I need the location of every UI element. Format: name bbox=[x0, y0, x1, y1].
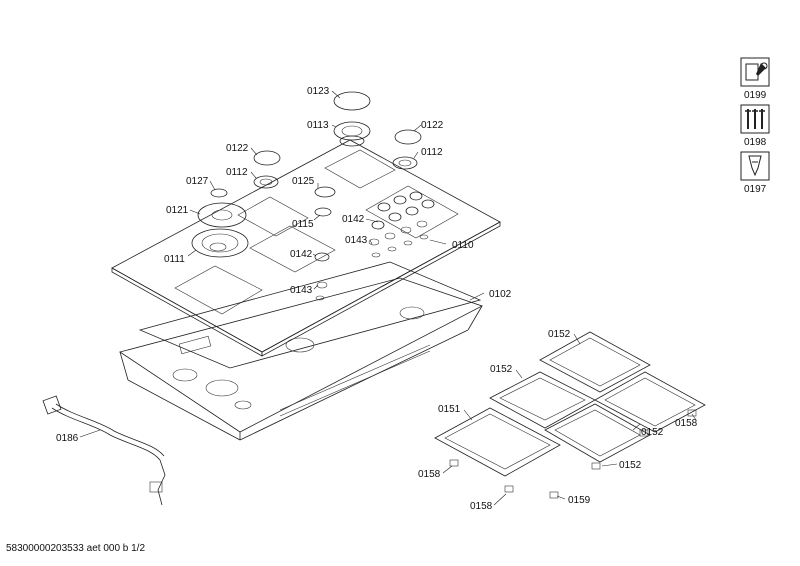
pan-supports bbox=[434, 331, 706, 499]
callout-0159: 0159 bbox=[568, 495, 591, 506]
callout-0122: 0122 bbox=[421, 120, 444, 131]
callout-0158: 0158 bbox=[418, 469, 441, 480]
callout-0111: 0111 bbox=[164, 254, 185, 265]
callout-0112: 0112 bbox=[421, 147, 443, 158]
callout-0143: 0143 bbox=[290, 285, 313, 296]
bottom-tray bbox=[119, 261, 484, 441]
callout-0186: 0186 bbox=[56, 433, 79, 444]
callout-0121: 0121 bbox=[166, 205, 189, 216]
callout-0122: 0122 bbox=[226, 143, 249, 154]
callout-0127: 0127 bbox=[186, 176, 209, 187]
callout-0115: 0115 bbox=[292, 219, 314, 230]
hob-top-plate bbox=[111, 139, 501, 357]
callout-0110: 0110 bbox=[452, 240, 474, 251]
document-id: 58300000203533 aet 000 b 1/2 bbox=[6, 543, 146, 554]
legend-code: 0197 bbox=[744, 184, 767, 195]
callout-0143: 0143 bbox=[345, 235, 368, 246]
legend-code: 0199 bbox=[744, 90, 767, 101]
callout-0152: 0152 bbox=[619, 460, 642, 471]
power-cable bbox=[42, 395, 166, 506]
callout-0123: 0123 bbox=[307, 86, 330, 97]
callout-0152: 0152 bbox=[490, 364, 513, 375]
callout-0152: 0152 bbox=[548, 329, 571, 340]
callout-0112: 0112 bbox=[226, 167, 248, 178]
callout-0158: 0158 bbox=[470, 501, 493, 512]
service-tools-icon: 0199 bbox=[740, 57, 770, 101]
callout-labels: 0123 0113 0122 0122 0112 0112 0127 0125 … bbox=[56, 86, 698, 512]
callout-0152: 0152 bbox=[641, 427, 664, 438]
callout-0142: 0142 bbox=[290, 249, 313, 260]
callout-0158: 0158 bbox=[675, 418, 698, 429]
callout-0102: 0102 bbox=[489, 289, 512, 300]
leader-lines bbox=[79, 90, 697, 506]
screws-icon: 0198 bbox=[740, 104, 770, 148]
burner-parts bbox=[191, 91, 435, 301]
legend-icons: 0199 0198 0197 bbox=[740, 57, 770, 195]
callout-0142: 0142 bbox=[342, 214, 365, 225]
callout-0151: 0151 bbox=[438, 404, 461, 415]
callout-0125: 0125 bbox=[292, 176, 315, 187]
lubricant-icon: 0197 bbox=[740, 151, 770, 195]
callout-0113: 0113 bbox=[307, 120, 329, 131]
legend-code: 0198 bbox=[744, 137, 767, 148]
